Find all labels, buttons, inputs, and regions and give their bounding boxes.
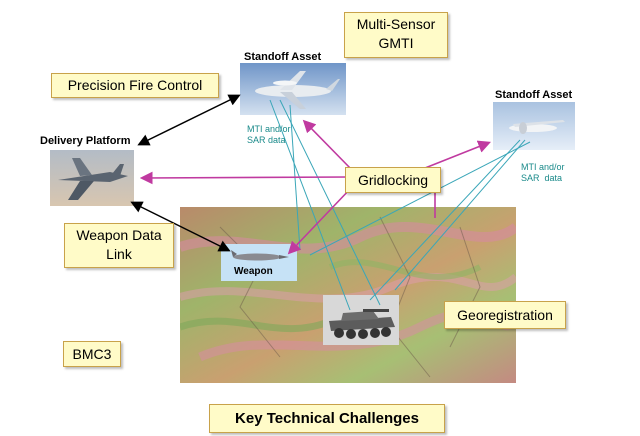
standoff-asset-label-1: Standoff Asset: [244, 51, 322, 63]
terrain-map: [180, 207, 516, 383]
standoff-asset-image-2: [493, 102, 575, 150]
georegistration-box: Georegistration: [444, 301, 566, 329]
delivery-platform-image: [50, 150, 134, 206]
multi-sensor-gmti-box: Multi-Sensor GMTI: [344, 12, 448, 58]
bmc3-box: BMC3: [63, 341, 121, 367]
gridlocking-box: Gridlocking: [345, 167, 441, 193]
tank-image: [323, 295, 399, 345]
standoff-asset-image-1: [240, 63, 346, 115]
mti-sar-label-1: MTI and/or SAR data: [247, 124, 291, 145]
weapon-data-link-box: Weapon Data Link: [64, 223, 174, 268]
delivery-platform-label: Delivery Platform: [40, 135, 131, 147]
standoff-asset-label-2: Standoff Asset: [495, 89, 573, 101]
mti-sar-label-2: MTI and/or SAR data: [521, 162, 565, 183]
precision-fire-control-box: Precision Fire Control: [51, 73, 219, 98]
weapon-label: Weapon: [234, 266, 273, 277]
key-technical-challenges-box: Key Technical Challenges: [209, 404, 445, 433]
weapon-image: [221, 244, 297, 281]
